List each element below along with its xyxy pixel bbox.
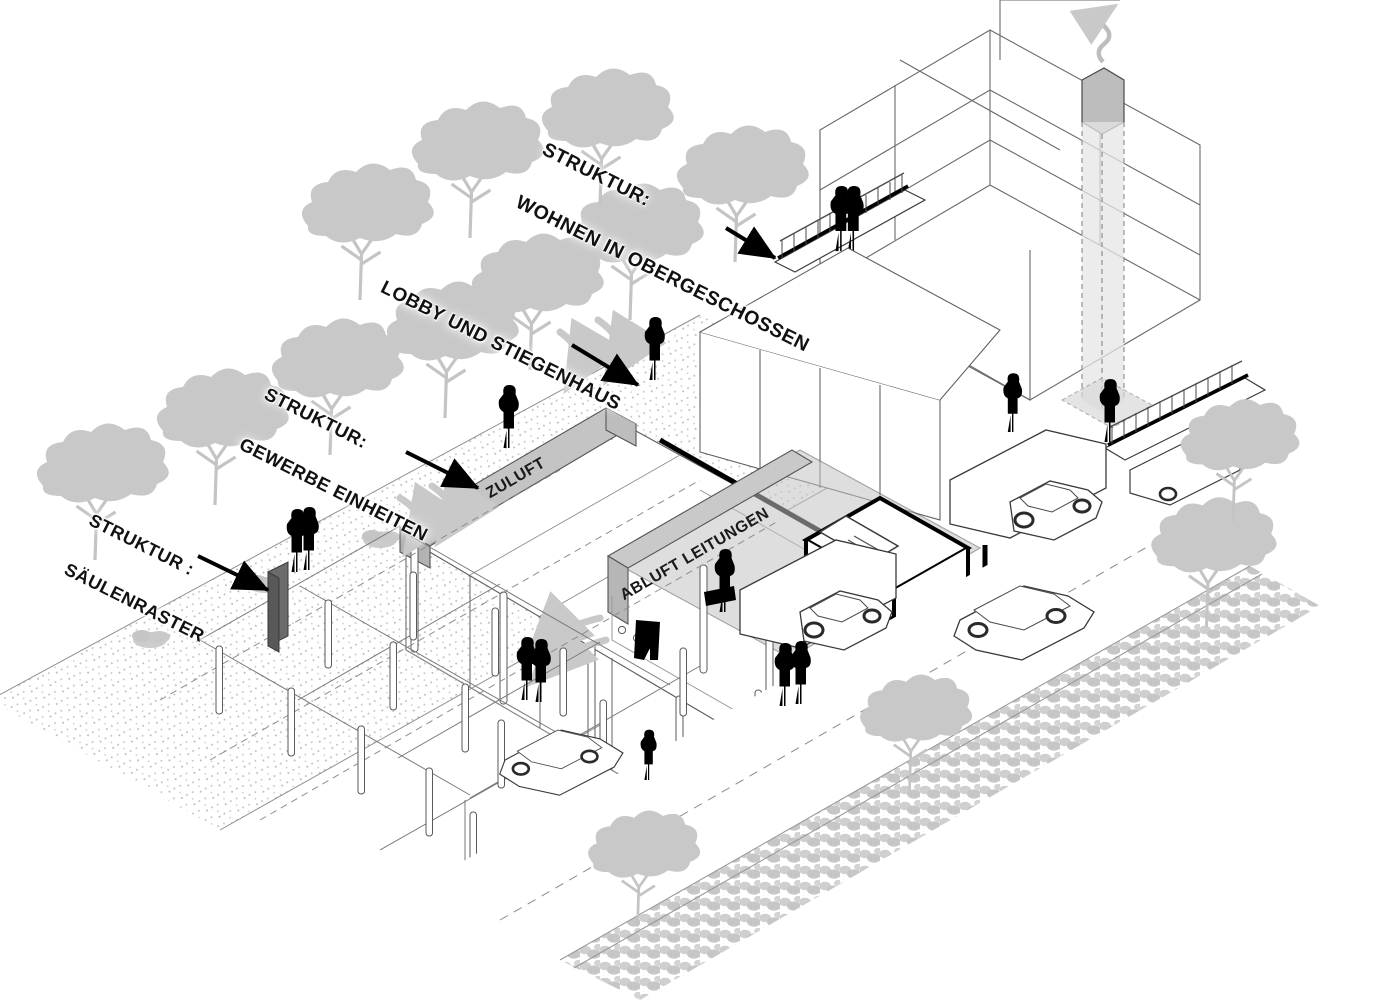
walkway-upper bbox=[773, 172, 927, 273]
figure-group bbox=[286, 317, 1023, 780]
exhaust-shaft bbox=[1060, 3, 1154, 429]
street-and-hedge bbox=[430, 397, 1320, 1000]
column-grid-plane bbox=[159, 469, 781, 881]
highlight-wall-slab bbox=[267, 561, 289, 653]
annotation-arrows bbox=[197, 226, 777, 592]
grid-columns bbox=[215, 571, 762, 881]
worker-with-crate bbox=[704, 549, 736, 612]
hanging-figure bbox=[634, 620, 660, 660]
vehicle-truck-rear bbox=[948, 428, 1108, 542]
residential-wireframe-block bbox=[819, 0, 1201, 401]
